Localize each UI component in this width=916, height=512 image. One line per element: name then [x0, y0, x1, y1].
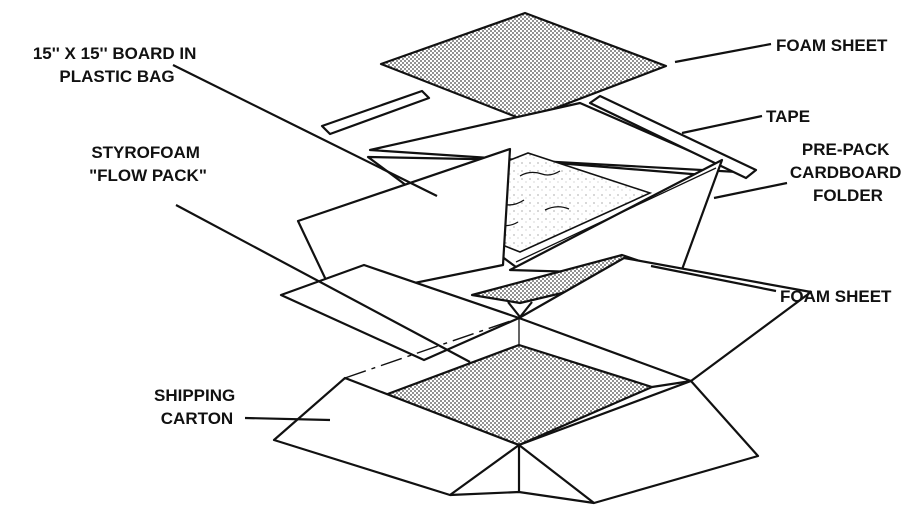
label-carton: SHIPPING CARTON: [154, 386, 240, 428]
label-tape: TAPE: [766, 107, 810, 126]
label-foam-sheet-top: FOAM SHEET: [776, 36, 888, 55]
label-board-line1: 15'' X 15'' BOARD IN: [33, 44, 197, 63]
tape-strip-left: [320, 89, 431, 136]
leader-styrofoam: [175, 204, 471, 363]
label-board: 15'' X 15'' BOARD IN PLASTIC BAG: [33, 44, 201, 86]
label-folder-line3: FOLDER: [813, 186, 883, 205]
label-styrofoam-line2: "FLOW PACK": [89, 166, 207, 185]
label-carton-line1: SHIPPING: [154, 386, 235, 405]
label-folder-line1: PRE-PACK: [802, 140, 890, 159]
leader-tape: [681, 114, 763, 135]
shipping-carton: [272, 256, 813, 505]
label-carton-line2: CARTON: [161, 409, 233, 428]
tape-strip-right: [588, 94, 758, 180]
leader-foam-bottom: [650, 264, 777, 293]
prepack-folder: [296, 89, 758, 301]
leader-carton: [244, 416, 331, 422]
label-foam-sheet-bottom: FOAM SHEET: [780, 287, 892, 306]
foam-sheet-top: [379, 11, 668, 122]
label-board-line2: PLASTIC BAG: [59, 67, 174, 86]
leader-folder: [713, 181, 788, 200]
label-folder-line2: CARDBOARD: [790, 163, 901, 182]
label-styrofoam: STYROFOAM "FLOW PACK": [89, 143, 207, 185]
leader-foam-top: [674, 42, 772, 64]
leader-board: [172, 64, 438, 197]
label-folder: PRE-PACK CARDBOARD FOLDER: [790, 140, 906, 205]
label-styrofoam-line1: STYROFOAM: [91, 143, 200, 162]
